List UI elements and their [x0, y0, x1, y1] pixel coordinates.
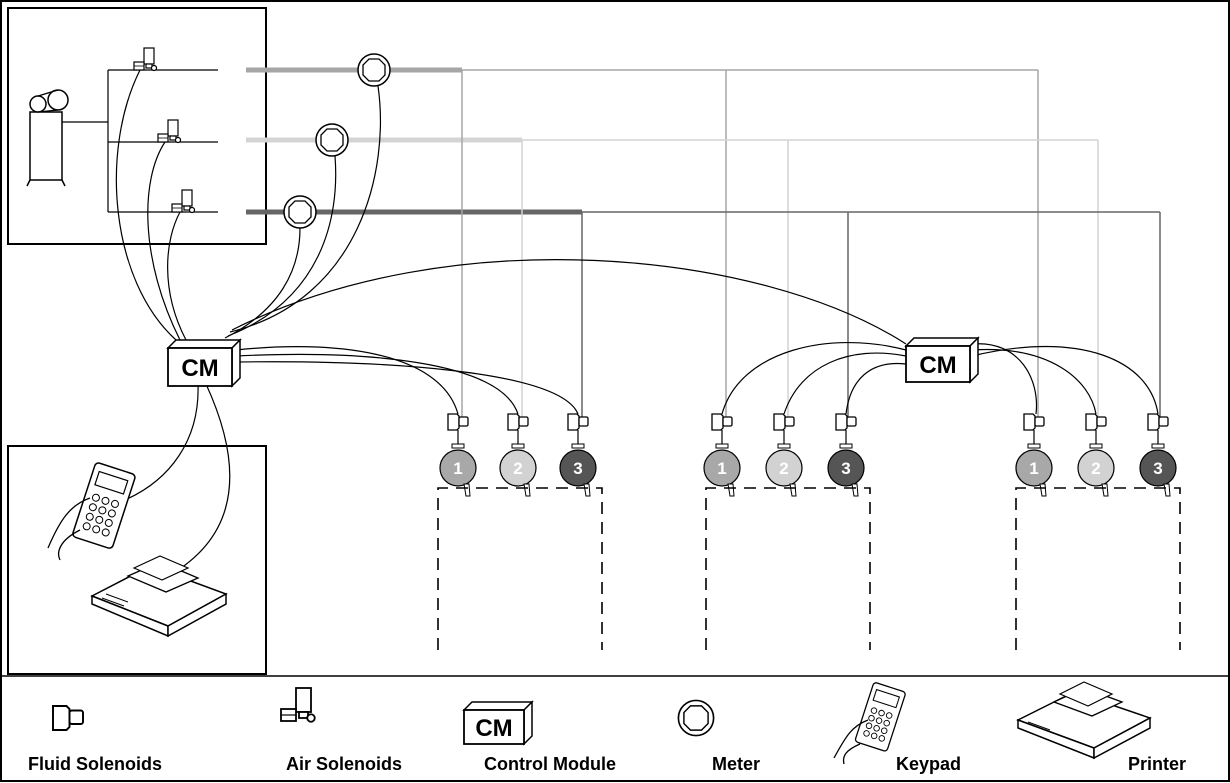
- pump-number-label: 2: [513, 459, 522, 478]
- control-module-2: CM: [904, 336, 980, 384]
- fluid-solenoid-icon: [52, 705, 84, 731]
- pump-number-label: 2: [1091, 459, 1100, 478]
- meter-icon: [357, 53, 391, 87]
- legend: Fluid Solenoids Air Solenoids CM Control…: [28, 681, 1186, 774]
- fluid-solenoid-icon: [1023, 413, 1045, 431]
- control-wires: [115, 69, 1159, 576]
- fluid-solenoid-icon: [773, 413, 795, 431]
- legend-meter-label: Meter: [712, 754, 760, 774]
- pump-number-label: 3: [573, 459, 582, 478]
- pump-number-label: 2: [779, 459, 788, 478]
- legend-control-module-label: Control Module: [484, 754, 616, 774]
- fluid-solenoid-icon: [1147, 413, 1169, 431]
- legend-keypad-label: Keypad: [896, 754, 961, 774]
- keypad-device: [47, 462, 136, 561]
- fluid-1-lines: [461, 69, 1039, 418]
- fluid-solenoid-icon: [447, 413, 469, 431]
- printer-icon: [1016, 681, 1152, 760]
- legend-air-solenoids: Air Solenoids: [280, 687, 402, 774]
- pump-number-label: 1: [717, 459, 726, 478]
- air-compressor-icon: [26, 89, 69, 187]
- fluid-solenoid-icon: [507, 413, 529, 431]
- air-lines: [62, 69, 218, 213]
- fluid-3-lines: [581, 211, 1161, 418]
- control-module-label: CM: [919, 352, 956, 379]
- meter-icon: [677, 699, 715, 737]
- control-module-label: CM: [181, 355, 218, 382]
- fluid-2-lines: [521, 139, 1099, 418]
- dispense-zones: [437, 487, 1181, 650]
- control-module-icon-label: CM: [475, 715, 512, 742]
- pump-number-label: 1: [1029, 459, 1038, 478]
- air-solenoid-icon: [280, 687, 316, 723]
- pump-number-label: 3: [841, 459, 850, 478]
- control-module-1: CM: [166, 338, 242, 388]
- fluid-solenoid-icon: [835, 413, 857, 431]
- legend-air-solenoids-label: Air Solenoids: [286, 754, 402, 774]
- legend-keypad: Keypad: [833, 682, 961, 774]
- pump-groups: 1 2 3 1 2 3 1 2 3: [439, 413, 1177, 497]
- control-module-icon: CM: [462, 700, 534, 746]
- air-solenoid-icon: [157, 119, 182, 144]
- fluid-solenoid-icon: [567, 413, 589, 431]
- air-solenoid-icon: [171, 189, 196, 214]
- meter-icon: [283, 195, 317, 229]
- printer-device: [90, 555, 228, 638]
- handheld-devices-box: [7, 445, 267, 675]
- fluid-solenoid-icon: [1085, 413, 1107, 431]
- legend-control-module: CM Control Module: [462, 700, 616, 774]
- pump-number-label: 1: [453, 459, 462, 478]
- keypad-icon: [833, 682, 906, 765]
- air-solenoid-icon: [133, 47, 158, 72]
- legend-fluid-solenoids-label: Fluid Solenoids: [28, 754, 162, 774]
- legend-fluid-solenoids: Fluid Solenoids: [28, 705, 162, 774]
- legend-printer-label: Printer: [1128, 754, 1186, 774]
- legend-printer: Printer: [1016, 681, 1186, 774]
- pump-number-label: 3: [1153, 459, 1162, 478]
- fluid-solenoid-icon: [711, 413, 733, 431]
- legend-meter: Meter: [677, 699, 760, 774]
- meter-icon: [315, 123, 349, 157]
- fluid-supply-box: [7, 7, 267, 245]
